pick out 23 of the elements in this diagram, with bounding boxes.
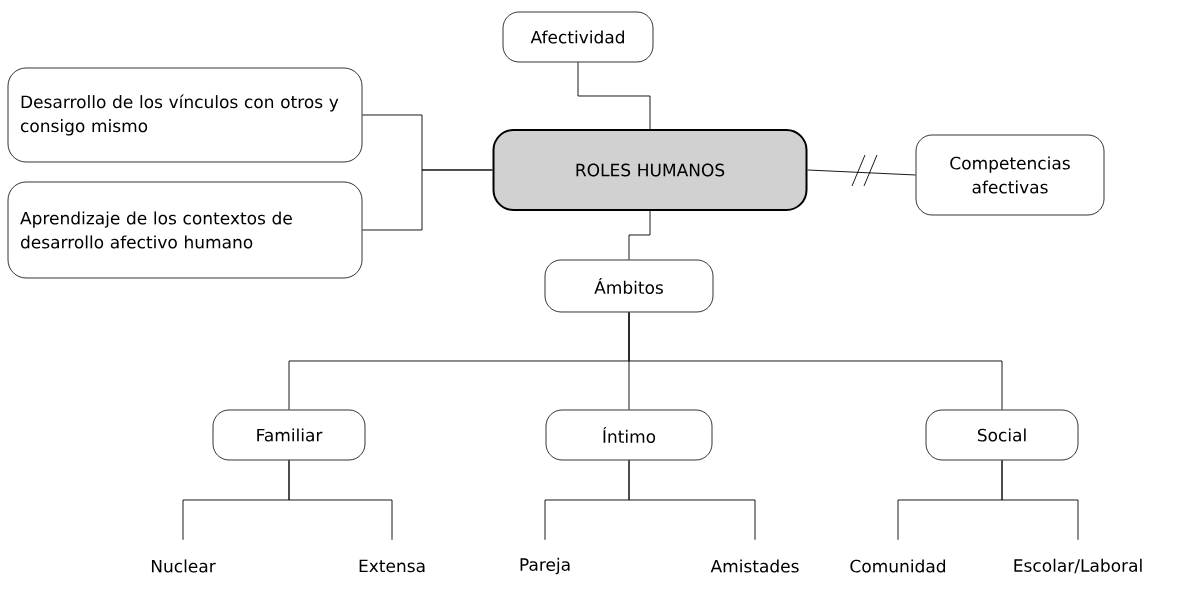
connector — [628, 459, 756, 541]
connector — [361, 169, 493, 231]
rounded-box: Aprendizaje de los contextos de desarrollo afectivo humano — [7, 181, 363, 279]
leaf-label: Pareja — [520, 557, 570, 575]
rounded-box: Ámbitos — [544, 259, 714, 313]
leaf-label: Nuclear — [151, 559, 216, 573]
connector — [288, 459, 393, 541]
rounded-box: Familiar — [212, 409, 366, 461]
rounded-box: Íntimo — [545, 409, 713, 461]
leaf-label: Amistades — [710, 559, 799, 573]
leaf-label: Escolar/Laboral — [1014, 558, 1142, 574]
connector — [577, 61, 651, 130]
rounded-box: Social — [925, 409, 1079, 461]
connector — [628, 311, 1003, 411]
connector — [628, 210, 651, 261]
leaf-label: Extensa — [359, 559, 425, 573]
central-box: ROLES HUMANOS — [492, 129, 808, 211]
rounded-box: Desarrollo de los vínculos con otros y consigo mismo — [7, 67, 363, 163]
rounded-box: Competencias afectivas — [915, 134, 1105, 216]
connector — [807, 169, 917, 176]
connector — [1001, 459, 1079, 541]
leaf-label: Comunidad — [850, 559, 946, 573]
rounded-box: Afectividad — [502, 11, 654, 63]
